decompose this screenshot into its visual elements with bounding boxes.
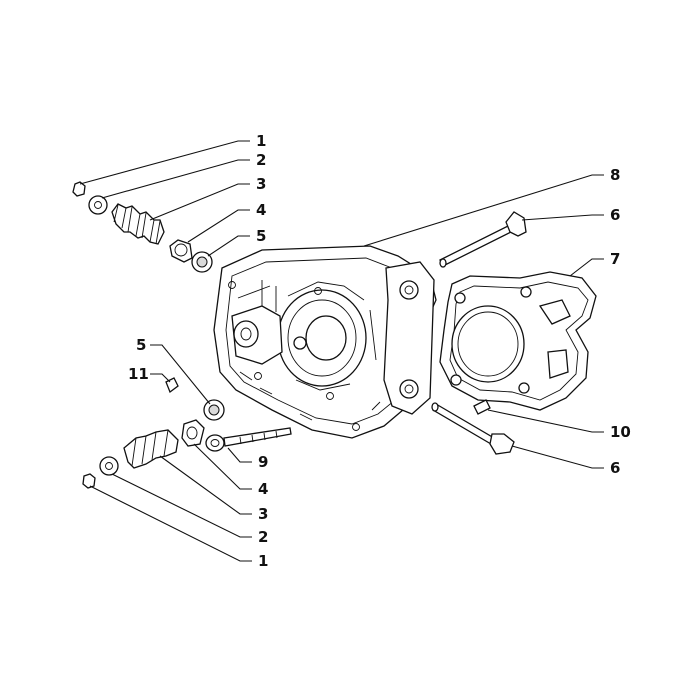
callout-5-bottom: 5	[136, 336, 146, 354]
upper-valve-keeper	[72, 181, 86, 197]
callout-6-top: 6	[610, 206, 620, 224]
callout-6-bottom: 6	[610, 459, 620, 477]
callout-4-bottom: 4	[258, 480, 268, 498]
callout-9: 9	[258, 453, 268, 471]
exhaust-valve	[431, 402, 515, 455]
callout-labels: 1 2 3 4 5 8 6 7 5 11 10 9 6 4 3 2 1	[128, 132, 631, 570]
dowel-pin	[473, 399, 491, 415]
callout-5-top: 5	[256, 227, 266, 245]
callout-1-top: 1	[256, 132, 266, 150]
head-gasket	[439, 271, 597, 411]
callout-1-bottom: 1	[258, 552, 268, 570]
lower-valve-keeper	[82, 473, 96, 489]
callout-8: 8	[610, 166, 620, 184]
callout-2-bottom: 2	[258, 528, 268, 546]
lower-valve-spring	[123, 429, 179, 469]
callout-11: 11	[128, 365, 149, 383]
leader-lines	[79, 140, 604, 562]
callout-2-top: 2	[256, 151, 266, 169]
callout-3-bottom: 3	[258, 505, 268, 523]
upper-oil-seal	[191, 251, 213, 273]
callout-4-top: 4	[256, 201, 266, 219]
lower-spring-retainer	[99, 456, 119, 476]
upper-valve-seat-cup	[169, 239, 193, 263]
lower-oil-seal	[203, 399, 225, 421]
intake-valve	[439, 211, 527, 268]
callout-3-top: 3	[256, 175, 266, 193]
callout-10: 10	[610, 423, 631, 441]
lower-valve-seat-cup	[181, 419, 205, 447]
callout-7: 7	[610, 250, 620, 268]
cylinder-head	[213, 245, 437, 439]
upper-spring-retainer	[88, 195, 108, 215]
upper-valve-spring	[111, 203, 165, 245]
stud-bolt	[205, 427, 292, 452]
